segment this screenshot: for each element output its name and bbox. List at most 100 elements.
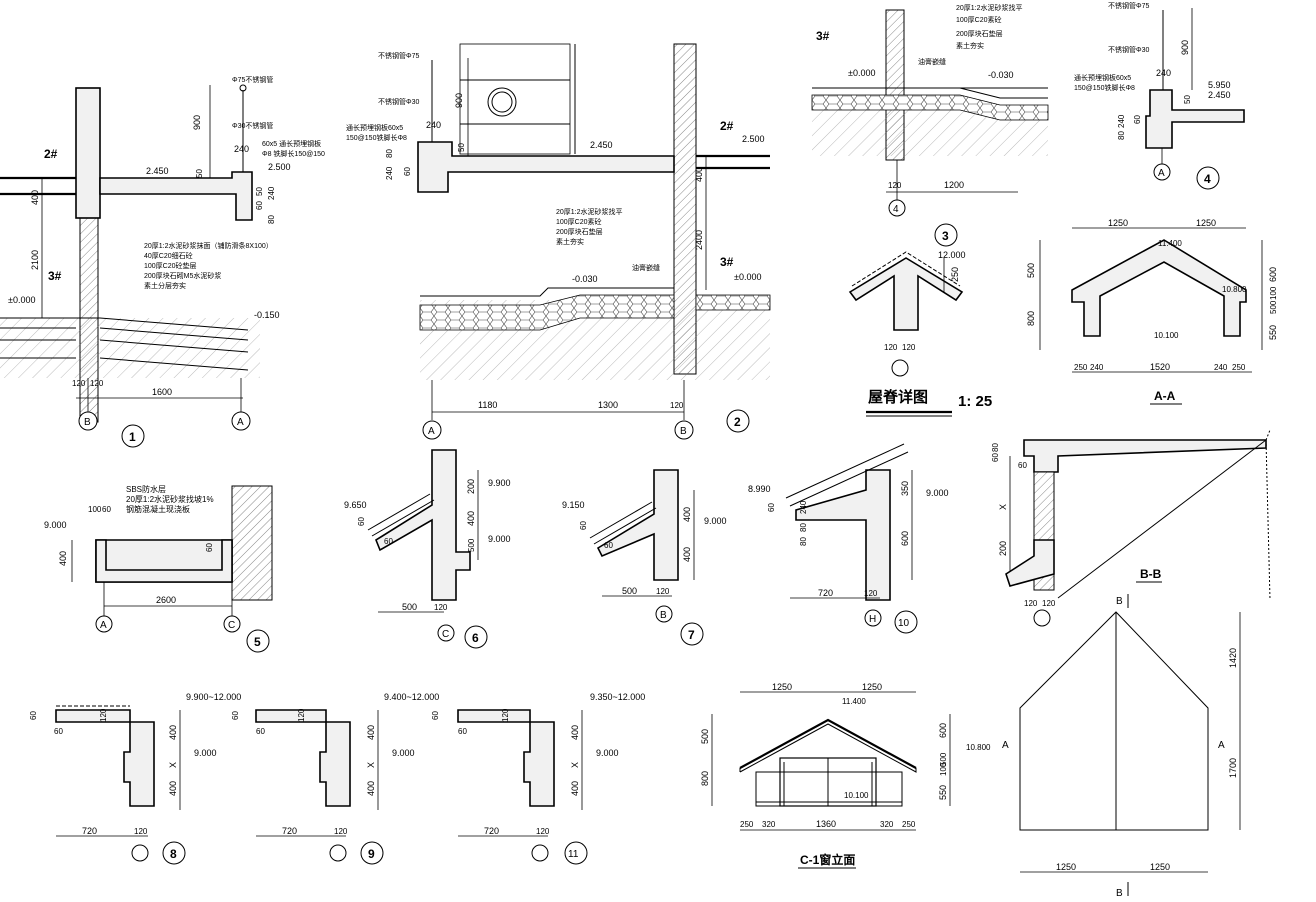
- eave-section: [795, 469, 891, 601]
- svg-text:240: 240: [426, 120, 441, 130]
- svg-text:20厚1:2水泥砂浆找平: 20厚1:2水泥砂浆找平: [956, 3, 1023, 12]
- svg-text:500: 500: [939, 752, 948, 766]
- svg-text:1360: 1360: [816, 819, 836, 829]
- detail-3: 3# ±0.000 -0.030 油膏嵌缝 20厚1:2水泥砂浆找平 100厚C…: [811, 3, 1049, 247]
- svg-text:720: 720: [282, 826, 297, 836]
- svg-text:240: 240: [267, 186, 276, 200]
- svg-text:不锈钢管Φ75: 不锈钢管Φ75: [378, 51, 419, 60]
- axis-a-circle: [231, 411, 251, 431]
- svg-text:100厚C20砼垫层: 100厚C20砼垫层: [144, 261, 197, 270]
- svg-text:60: 60: [205, 543, 214, 552]
- svg-text:9.900: 9.900: [488, 478, 511, 488]
- svg-text:550: 550: [1268, 325, 1278, 340]
- svg-text:1700: 1700: [1228, 758, 1238, 778]
- svg-text:80: 80: [799, 537, 808, 546]
- svg-text:X: X: [168, 762, 178, 768]
- svg-text:X: X: [366, 762, 376, 768]
- eave-section: [55, 709, 155, 807]
- slab: [99, 171, 253, 221]
- svg-text:200厚块石砌M5水泥砂浆: 200厚块石砌M5水泥砂浆: [144, 271, 221, 280]
- plan-outline: [1019, 611, 1209, 831]
- svg-text:1180: 1180: [478, 400, 497, 410]
- svg-text:A: A: [1158, 168, 1165, 179]
- svg-text:550: 550: [938, 785, 948, 800]
- detail-6: 9.650 9.900 9.000 60 60 200 400 500 500 …: [344, 449, 511, 649]
- detail-number-circle: [121, 424, 145, 448]
- svg-text:120: 120: [902, 343, 916, 352]
- svg-text:20厚1:2水泥砂浆找平: 20厚1:2水泥砂浆找平: [556, 207, 623, 216]
- detail-7: 9.150 9.000 60 60 400 400 500 120 B 7: [562, 469, 727, 646]
- wall-upper: [75, 87, 101, 219]
- svg-text:4: 4: [893, 204, 899, 215]
- svg-text:SBS防水层: SBS防水层: [126, 484, 166, 494]
- svg-text:9.000: 9.000: [488, 534, 511, 544]
- svg-text:120: 120: [434, 603, 448, 612]
- svg-text:400: 400: [168, 781, 178, 796]
- svg-text:A: A: [100, 620, 107, 631]
- svg-text:C: C: [442, 629, 449, 640]
- svg-text:Φ30不锈钢管: Φ30不锈钢管: [232, 121, 273, 130]
- svg-text:60: 60: [102, 505, 111, 514]
- svg-text:600: 600: [900, 531, 910, 546]
- svg-text:20厚1:2水泥砂浆抹面（铺防滑条8X100）: 20厚1:2水泥砂浆抹面（铺防滑条8X100）: [144, 241, 273, 250]
- ridge-detail: 250 12.000 120 120 屋脊详图 1: 25: [848, 250, 992, 417]
- svg-text:250: 250: [1232, 363, 1246, 372]
- svg-text:400: 400: [570, 725, 580, 740]
- svg-text:A: A: [1002, 740, 1009, 751]
- svg-text:素土夯实: 素土夯实: [956, 41, 984, 50]
- c1-elevation: 1250 1250 500 800 600 500 100 550 11.400…: [700, 682, 991, 869]
- svg-text:900: 900: [1180, 40, 1190, 55]
- svg-text:12.000: 12.000: [938, 250, 966, 260]
- axis-b-circle: [78, 411, 98, 431]
- svg-text:400: 400: [366, 725, 376, 740]
- dim-900: 900: [192, 115, 202, 130]
- svg-text:240: 240: [385, 166, 394, 180]
- svg-text:60: 60: [357, 517, 366, 526]
- section-aa: 1250 1250 500 800 600 550 500 100 11.400…: [1026, 218, 1278, 405]
- svg-text:200厚块石垫层: 200厚块石垫层: [956, 29, 1003, 38]
- svg-text:10.800: 10.800: [1222, 285, 1247, 294]
- detail-1: 900 240 50 50 60 80 240 400 2100 1600 12…: [0, 75, 325, 448]
- svg-text:B: B: [1116, 596, 1123, 607]
- svg-text:Φ8 铁脚长150@150: Φ8 铁脚长150@150: [262, 149, 325, 158]
- svg-text:60: 60: [767, 503, 776, 512]
- detail-8: 9.900~12.000 9.000 60 60 120 400 X 400 7…: [29, 692, 241, 865]
- gravel-layer: [811, 94, 1049, 121]
- svg-text:3#: 3#: [720, 255, 734, 269]
- svg-text:100厚C20素砼: 100厚C20素砼: [556, 217, 602, 226]
- svg-text:11.400: 11.400: [1158, 239, 1182, 248]
- window-panel: [459, 43, 571, 155]
- svg-text:200厚块石垫层: 200厚块石垫层: [556, 227, 603, 236]
- gravel-layer: [419, 294, 675, 331]
- detail-4: 900 240 50 60 80 240 5.950 2.450 不锈钢管Φ75…: [1074, 1, 1245, 190]
- roof-section: [1071, 239, 1247, 337]
- svg-text:500: 500: [622, 586, 637, 596]
- detail-11: 9.350~12.000 9.000 60 60 120 400 X 400 7…: [431, 692, 645, 865]
- svg-text:A: A: [237, 417, 244, 428]
- svg-text:9.000: 9.000: [44, 520, 67, 530]
- svg-text:240: 240: [1156, 68, 1171, 78]
- svg-text:1300: 1300: [598, 400, 618, 410]
- svg-text:A-A: A-A: [1154, 389, 1176, 403]
- svg-text:60: 60: [458, 727, 467, 736]
- svg-text:500: 500: [700, 729, 710, 744]
- svg-text:200: 200: [998, 541, 1008, 556]
- svg-text:素土夯实: 素土夯实: [556, 237, 584, 246]
- svg-text:320: 320: [762, 820, 776, 829]
- svg-text:120: 120: [1024, 599, 1038, 608]
- svg-text:60: 60: [579, 521, 588, 530]
- svg-text:B: B: [1116, 888, 1123, 899]
- slab: [1145, 89, 1245, 149]
- svg-text:60: 60: [431, 711, 440, 720]
- svg-text:不锈钢管Φ30: 不锈钢管Φ30: [1108, 45, 1149, 54]
- svg-text:1250: 1250: [862, 682, 882, 692]
- svg-text:3#: 3#: [816, 29, 830, 43]
- svg-text:1250: 1250: [1150, 862, 1170, 872]
- svg-text:2.450: 2.450: [1208, 90, 1231, 100]
- svg-text:400: 400: [168, 725, 178, 740]
- svg-text:60: 60: [991, 453, 1000, 462]
- svg-text:120: 120: [297, 708, 306, 722]
- svg-text:60: 60: [1133, 115, 1142, 124]
- svg-text:不锈钢管Φ30: 不锈钢管Φ30: [378, 97, 419, 106]
- svg-text:80: 80: [385, 149, 394, 158]
